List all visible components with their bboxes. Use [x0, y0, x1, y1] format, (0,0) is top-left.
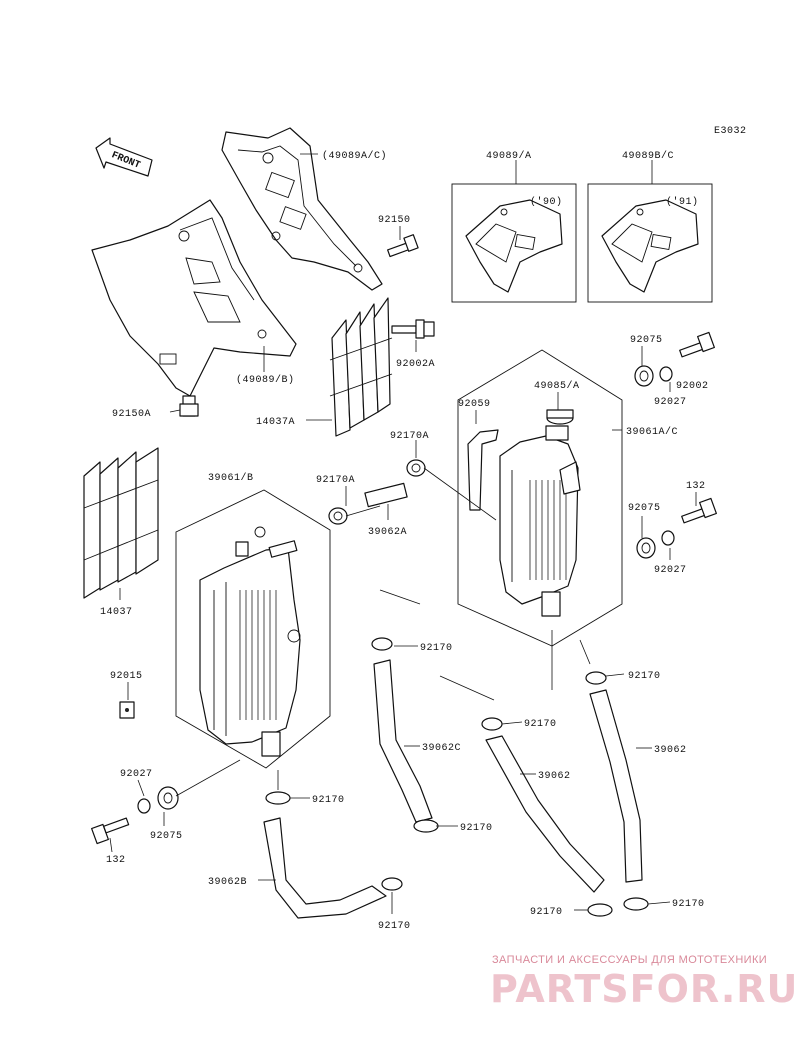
label-49089b: (49089/B) [236, 374, 295, 386]
bolt-92002a-icon [391, 319, 435, 339]
clamp-92170-c-top-icon [371, 637, 393, 651]
label-92170-3: 92170 [524, 719, 557, 730]
label-39062-right: 39062 [654, 745, 687, 756]
radiator-guard-14037a [329, 297, 393, 437]
front-arrow-icon: FRONT [95, 137, 153, 177]
label-92002: 92002 [676, 381, 709, 392]
collar-92027-top-icon [659, 366, 673, 382]
label-49089a: 49089/A [486, 150, 532, 162]
clamp-92170-b-top-icon [265, 791, 291, 805]
bolt-92002-icon [679, 331, 715, 358]
label-92170-7: 92170 [672, 899, 705, 910]
part-labels: (49089A/C) 49089/A 49089B/C ('90) ('91) … [100, 150, 709, 932]
label-92170-6: 92170 [530, 907, 563, 918]
label-132-top: 132 [686, 481, 706, 492]
pipe-39062a-icon [364, 482, 408, 508]
label-39062c: 39062C [422, 743, 461, 754]
hose-39062b [263, 817, 387, 919]
grommet-92075-top-icon [634, 365, 654, 387]
hose-39062c [373, 659, 433, 823]
label-92059: 92059 [458, 399, 491, 410]
label-14037a: 14037A [256, 417, 295, 428]
clamp-92170-mid-top-icon [481, 717, 503, 731]
radiator-guard-14037 [83, 447, 159, 599]
clamp-92170-c-bottom-icon [413, 819, 439, 833]
label-92027-mid: 92027 [654, 565, 687, 576]
grommet-92075-left-icon [157, 786, 179, 810]
label-49085a: 49085/A [534, 380, 580, 392]
label-92170-1: 92170 [420, 643, 453, 654]
shroud-variant-box-91 [587, 183, 713, 303]
label-92027-left: 92027 [120, 769, 153, 780]
label-92027-top: 92027 [654, 397, 687, 408]
label-year-90: ('90) [530, 196, 563, 208]
label-92015: 92015 [110, 671, 143, 682]
clamp-92170-right-top-icon [585, 671, 607, 685]
watermark-caption: ЗАПЧАСТИ И АКСЕССУАРЫ ДЛЯ МОТОТЕХНИКИ [492, 954, 767, 966]
bolt-92150-icon [387, 234, 419, 258]
label-92150a: 92150A [112, 409, 151, 420]
label-92075-top: 92075 [630, 335, 663, 346]
radiator-right [457, 349, 623, 647]
label-39062a: 39062A [368, 527, 407, 538]
label-92170-5: 92170 [460, 823, 493, 834]
figure-code: E3032 [714, 126, 747, 137]
watermark: ЗАПЧАСТИ И АКСЕССУАРЫ ДЛЯ МОТОТЕХНИКИ PA… [490, 954, 798, 1011]
radiator-shroud-upper [221, 127, 383, 291]
clamp-92170-b-bottom-icon [381, 877, 403, 891]
label-92170a-upper: 92170A [390, 431, 429, 442]
label-49089ac: (49089A/C) [322, 150, 387, 162]
label-39061ac: 39061A/C [626, 426, 678, 438]
label-92170-8: 92170 [378, 921, 411, 932]
label-92170a-lower: 92170A [316, 475, 355, 486]
label-132-left: 132 [106, 855, 126, 866]
bolt-132-top-icon [681, 497, 717, 524]
label-39061b: 39061/B [208, 472, 254, 484]
label-92075-left: 92075 [150, 831, 183, 842]
grommet-92075-mid-icon [636, 537, 656, 559]
clamp-92170a-lower-icon [328, 507, 348, 525]
label-92075-mid: 92075 [628, 503, 661, 514]
radiator-left [175, 489, 331, 769]
label-year-91: ('91) [666, 196, 699, 208]
hose-39062-middle [485, 735, 605, 893]
label-92002a: 92002A [396, 359, 435, 370]
shroud-variant-box-90 [451, 183, 577, 303]
label-92150: 92150 [378, 215, 411, 226]
label-92170-4: 92170 [312, 795, 345, 806]
label-39062b: 39062B [208, 877, 247, 888]
label-39062-middle: 39062 [538, 771, 571, 782]
label-14037: 14037 [100, 607, 133, 618]
clamp-92170a-upper-icon [406, 459, 426, 477]
leader-lines [109, 153, 697, 914]
bolt-132-left-icon [91, 817, 130, 845]
clip-nut-92015-icon [119, 701, 135, 719]
bolt-92150a-icon [179, 395, 199, 417]
radiator-cap-icon [546, 409, 574, 425]
collar-92027-mid-icon [661, 530, 675, 546]
overflow-hose-92059 [467, 429, 499, 511]
clamp-92170-right-bottom-icon [623, 897, 649, 911]
label-49089bc: 49089B/C [622, 150, 674, 162]
radiator-shroud-side [91, 199, 297, 397]
watermark-logo: PARTSFOR.RU [490, 967, 798, 1011]
label-92170-2: 92170 [628, 671, 661, 682]
collar-92027-left-icon [137, 798, 151, 814]
clamp-92170-mid-bottom-icon [587, 903, 613, 917]
hose-39062-right [589, 689, 643, 883]
